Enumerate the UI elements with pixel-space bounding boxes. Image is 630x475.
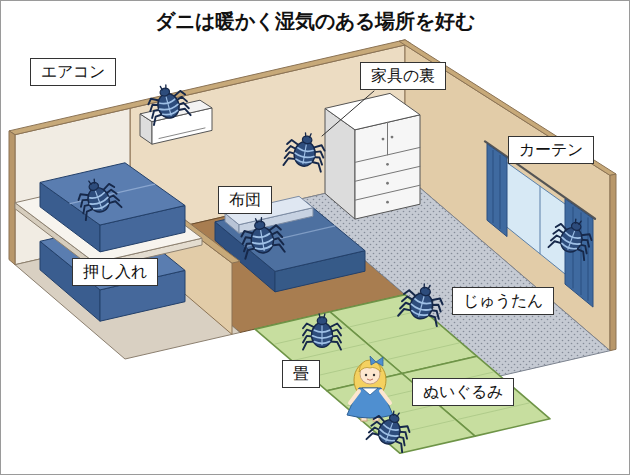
label-text: 布団 bbox=[229, 190, 261, 210]
mite-leg bbox=[303, 342, 314, 350]
label-box: 家具の裏 bbox=[360, 62, 446, 90]
curtain bbox=[487, 144, 507, 237]
mite-head bbox=[317, 317, 327, 325]
mite-body bbox=[407, 291, 435, 322]
mite-mouth bbox=[393, 411, 400, 417]
chest-top bbox=[325, 93, 420, 129]
mite-stripe bbox=[419, 296, 424, 316]
mite-leg bbox=[366, 432, 379, 443]
mite-mouth bbox=[423, 284, 430, 289]
curtain-fold bbox=[500, 155, 501, 228]
mite-leg bbox=[330, 324, 341, 329]
mite-body bbox=[292, 140, 317, 168]
mite-mouth bbox=[89, 179, 96, 185]
diagram-title: ダニは暖かく湿気のある場所を好む bbox=[155, 8, 475, 34]
label-box: 押し入れ bbox=[72, 258, 158, 286]
mite-leg bbox=[108, 200, 121, 211]
curtain bbox=[565, 199, 593, 307]
doll-mouth bbox=[367, 379, 373, 380]
label-box: 布団 bbox=[218, 186, 272, 214]
mite-mouth bbox=[575, 219, 582, 225]
tatami-weave bbox=[350, 310, 421, 326]
label-box: エアコン bbox=[30, 58, 116, 86]
tatami-weave bbox=[369, 327, 440, 343]
curtain-fold bbox=[493, 150, 494, 222]
dust-mite bbox=[145, 81, 191, 125]
label-text: エアコン bbox=[41, 62, 105, 82]
mite-stripe bbox=[321, 325, 322, 345]
mite-body bbox=[249, 225, 275, 254]
wall-cap bbox=[399, 40, 616, 176]
label-text: ぬいぐるみ bbox=[423, 382, 503, 402]
mite-body bbox=[85, 185, 113, 215]
mite-mouth bbox=[256, 218, 263, 223]
doll-eye bbox=[373, 374, 375, 376]
label-box: 畳 bbox=[282, 360, 320, 388]
label-box: カーテン bbox=[508, 136, 594, 164]
chest-knob bbox=[386, 163, 389, 166]
chest-line bbox=[387, 122, 388, 155]
chest-front bbox=[355, 115, 420, 219]
mite-leg bbox=[548, 240, 561, 251]
dust-mite bbox=[239, 215, 285, 259]
mite-body bbox=[375, 417, 403, 447]
doll-collar bbox=[362, 388, 378, 395]
doll-eye bbox=[365, 374, 367, 376]
chest-knob bbox=[386, 201, 389, 204]
doll-arm bbox=[350, 391, 359, 403]
label-text: カーテン bbox=[519, 140, 583, 160]
tatami-weave bbox=[388, 343, 459, 359]
mite-mouth bbox=[319, 314, 325, 318]
dust-mite bbox=[366, 406, 414, 452]
doll-dress bbox=[347, 388, 393, 418]
window-frame bbox=[540, 186, 541, 254]
mite-body bbox=[155, 91, 182, 120]
mite-body bbox=[312, 323, 333, 348]
wall-end bbox=[9, 131, 15, 265]
chest-knob bbox=[391, 136, 394, 139]
mite-stripe bbox=[568, 231, 575, 250]
label-text: じゅうたん bbox=[463, 291, 543, 311]
label-text: 畳 bbox=[293, 364, 309, 384]
mite-stripe bbox=[95, 191, 102, 210]
dust-mite bbox=[74, 174, 122, 220]
mite-body bbox=[557, 225, 585, 255]
mite-mouth bbox=[305, 133, 311, 138]
mite-leg bbox=[303, 324, 314, 329]
stuffed-doll bbox=[347, 356, 393, 421]
chest-line bbox=[355, 166, 420, 181]
mite-stripe bbox=[303, 145, 306, 165]
doll-arm bbox=[381, 391, 390, 403]
right-wall bbox=[405, 45, 610, 351]
label-text: 家具の裏 bbox=[371, 66, 435, 86]
ac-vent bbox=[159, 128, 205, 139]
room bbox=[9, 40, 616, 454]
dust-mite bbox=[303, 314, 341, 350]
doll-ribbon bbox=[370, 356, 383, 366]
mite-stripe bbox=[386, 423, 393, 442]
mite-stripe bbox=[166, 97, 171, 116]
mite-head bbox=[254, 220, 265, 230]
closet-futon-top bbox=[40, 163, 185, 225]
label-text: 押し入れ bbox=[83, 262, 147, 282]
dust-mite bbox=[283, 130, 327, 172]
label-box: ぬいぐるみ bbox=[412, 378, 514, 406]
dust-mite bbox=[548, 214, 596, 260]
mite-leg bbox=[330, 342, 341, 350]
label-box: じゅうたん bbox=[452, 287, 554, 315]
leader-line bbox=[322, 91, 374, 136]
curtain-fold bbox=[588, 218, 589, 301]
dust-mite bbox=[398, 280, 446, 327]
chest-knob bbox=[382, 138, 385, 141]
mite-stripe bbox=[261, 230, 265, 251]
chest-knob bbox=[386, 182, 389, 185]
mite-head bbox=[302, 135, 313, 144]
chest-line bbox=[355, 185, 420, 200]
mite-mouth bbox=[160, 85, 166, 90]
wall-end bbox=[610, 174, 616, 351]
